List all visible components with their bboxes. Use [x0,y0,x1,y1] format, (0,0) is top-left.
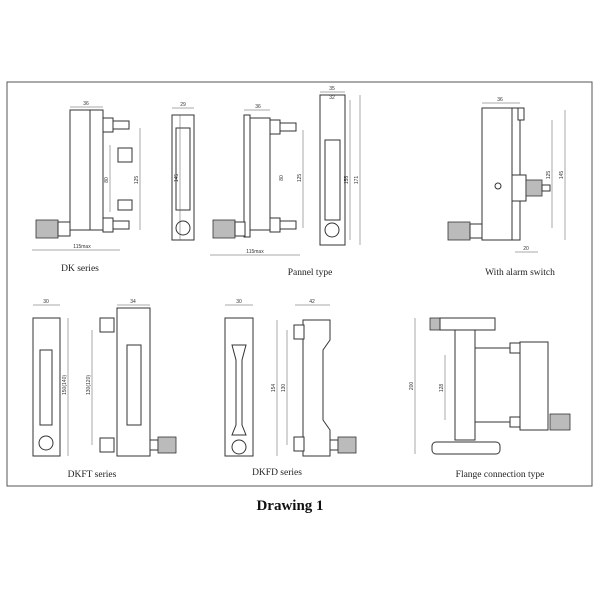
dkft-dim-30: 30 [43,299,49,305]
flange-type-drawing [414,317,571,455]
dk-dim-width: 36 [83,101,89,107]
alarm-dim-125: 125 [546,171,552,180]
alarm-dim-145: 145 [559,171,565,180]
pannel-dim-115max: 115max [246,249,264,255]
dk-dim-125: 125 [134,176,140,185]
pannel-dim-80: 80 [279,175,285,181]
alarm-dim-20: 20 [523,246,529,252]
alarm-dim-width: 36 [497,97,503,103]
pannel-dim-125: 125 [297,174,303,183]
dk-series-caption: DK series [61,264,99,274]
pannel-dim-width: 36 [255,104,261,110]
dk-dim-145: 145 [174,174,180,183]
dkft-dim-150-140: 150(140) [62,375,68,395]
pannel-dim-32: 32 [329,95,335,101]
drawing-frame [6,81,593,487]
dkft-series-caption: DKFT series [68,470,117,480]
pannel-type-caption: Pannel type [288,268,333,278]
alarm-switch-caption: With alarm switch [485,268,555,278]
drawing-title: Drawing 1 [256,498,323,514]
flange-type-caption: Flange connection type [456,470,545,480]
dkft-series-drawing [32,304,177,457]
dkft-dim-34: 34 [130,299,136,305]
pannel-dim-35: 35 [329,86,335,92]
dkfd-dim-42: 42 [309,299,315,305]
dk-dim-115max: 115max [73,244,91,250]
pannel-type-drawing [210,91,361,256]
dkfd-dim-154: 154 [271,384,277,393]
pannel-dim-155: 155 [344,176,350,185]
dkft-dim-130-120: 130(120) [86,375,92,395]
dkfd-series-drawing [224,304,357,457]
dk-series-drawing [32,106,195,251]
dkfd-dim-30: 30 [236,299,242,305]
dkfd-series-caption: DKFD series [252,468,302,478]
flange-dim-128: 128 [439,384,445,393]
pannel-dim-171: 171 [354,176,360,185]
flange-dim-200: 200 [409,382,415,391]
alarm-switch-drawing [447,102,566,253]
dk-dim-front-width: 29 [180,102,186,108]
dkfd-dim-130: 130 [281,384,287,393]
dk-dim-80: 80 [104,177,110,183]
